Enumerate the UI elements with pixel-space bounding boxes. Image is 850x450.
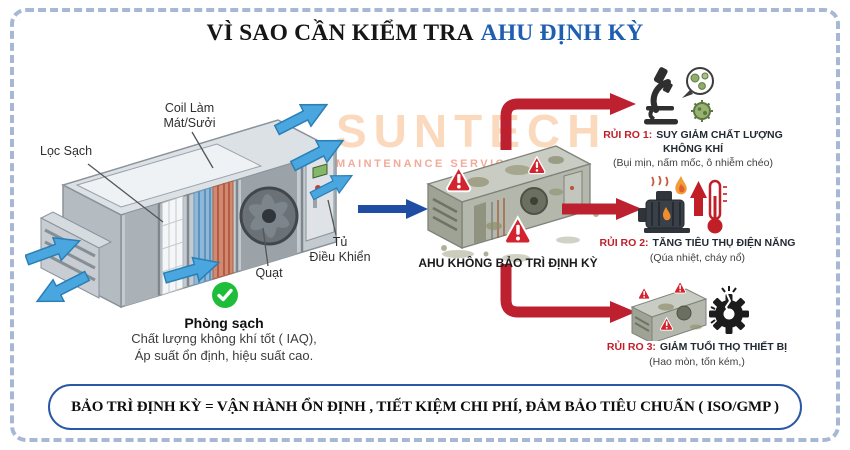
check-circle-icon [211, 281, 239, 309]
heat-waves-icon [651, 176, 669, 187]
label-filter: Lọc Sạch [40, 144, 93, 158]
broken-gear-icon [709, 286, 749, 334]
leader-lines [87, 131, 337, 267]
risk-3-label: RỦI RO 3: [606, 341, 656, 353]
title-prefix: VÌ SAO CẦN KIỂM TRA [206, 20, 474, 46]
clean-ahu-caption: Phòng sạch Chất lượng không khí tốt ( IA… [95, 315, 353, 364]
worn-ahu-mini [630, 281, 708, 341]
transition-arrow-icon [358, 199, 428, 219]
risk-1-subtitle: (Bụi mịn, nấm mốc, ô nhiễm chéo) [613, 157, 773, 170]
thermometer-icon [707, 179, 727, 234]
risk-2-title: TĂNG TIÊU THỤ ĐIỆN NĂNG [652, 237, 796, 249]
risk-1-text: RỦI RO 1:SUY GIẢM CHẤT LƯỢNG KHÔNG KHÍ (… [598, 129, 788, 171]
summary-banner-text: BẢO TRÌ ĐỊNH KỲ = VẬN HÀNH ỔN ĐỊNH , TIẾ… [71, 398, 779, 415]
microscope-germs-icon [644, 67, 714, 125]
risk-2-text: RỦI RO 2:TĂNG TIÊU THỤ ĐIỆN NĂNG (Qúa nh… [590, 237, 805, 265]
risk-arrow-middle-icon [562, 198, 642, 220]
clean-ahu-illustration [25, 93, 357, 313]
label-control-line2: Điều Khiển [309, 250, 371, 264]
microscope-icon [644, 67, 678, 125]
risk-1-title: SUY GIẢM CHẤT LƯỢNG KHÔNG KHÍ [656, 129, 783, 155]
dirty-ahu-label: AHU KHÔNG BẢO TRÌ ĐỊNH KỲ [418, 256, 598, 270]
risk-3-text: RỦI RO 3:GIẢM TUỔI THỌ THIẾT BỊ (Hao mòn… [592, 341, 802, 369]
caption-line1: Chất lượng không khí tốt ( IAQ), [131, 331, 317, 346]
dirty-ahu-illustration [426, 145, 599, 262]
caption-title: Phòng sạch [184, 315, 264, 331]
risk-2-subtitle: (Qúa nhiệt, cháy nổ) [649, 251, 746, 264]
motor-icon [638, 191, 690, 233]
risk-arrow-top-icon [500, 93, 636, 150]
caption-line2: Áp suất ổn định, hiệu suất cao. [134, 347, 314, 363]
summary-banner: BẢO TRÌ ĐỊNH KỲ = VẬN HÀNH ỔN ĐỊNH , TIẾ… [48, 384, 802, 430]
ahu-intake-chamber [125, 204, 158, 306]
worn-unit-broken-gear-icon [630, 281, 749, 341]
risk-2-label: RỦI RO 2: [599, 237, 649, 249]
title-highlight: AHU ĐỊNH KỲ [480, 20, 644, 46]
germ-icon [691, 100, 713, 122]
risk-arrow-bottom-icon [500, 264, 636, 323]
fan-icon [239, 186, 299, 246]
label-control-line1: Tủ [332, 235, 348, 249]
label-coil-line2: Mát/Sưởi [163, 116, 216, 130]
label-fan: Quạt [255, 266, 283, 280]
risk-1-label: RỦI RO 1: [603, 129, 653, 141]
label-coil-line1: Coil Làm [164, 101, 215, 115]
risk-3-subtitle: (Hao mòn, tốn kém,) [649, 355, 745, 368]
overheated-motor-thermometer-icon [638, 176, 727, 234]
arrow-up-icon [690, 181, 707, 216]
risk-3-title: GIẢM TUỔI THỌ THIẾT BỊ [659, 341, 788, 353]
flame-icon [675, 176, 687, 195]
